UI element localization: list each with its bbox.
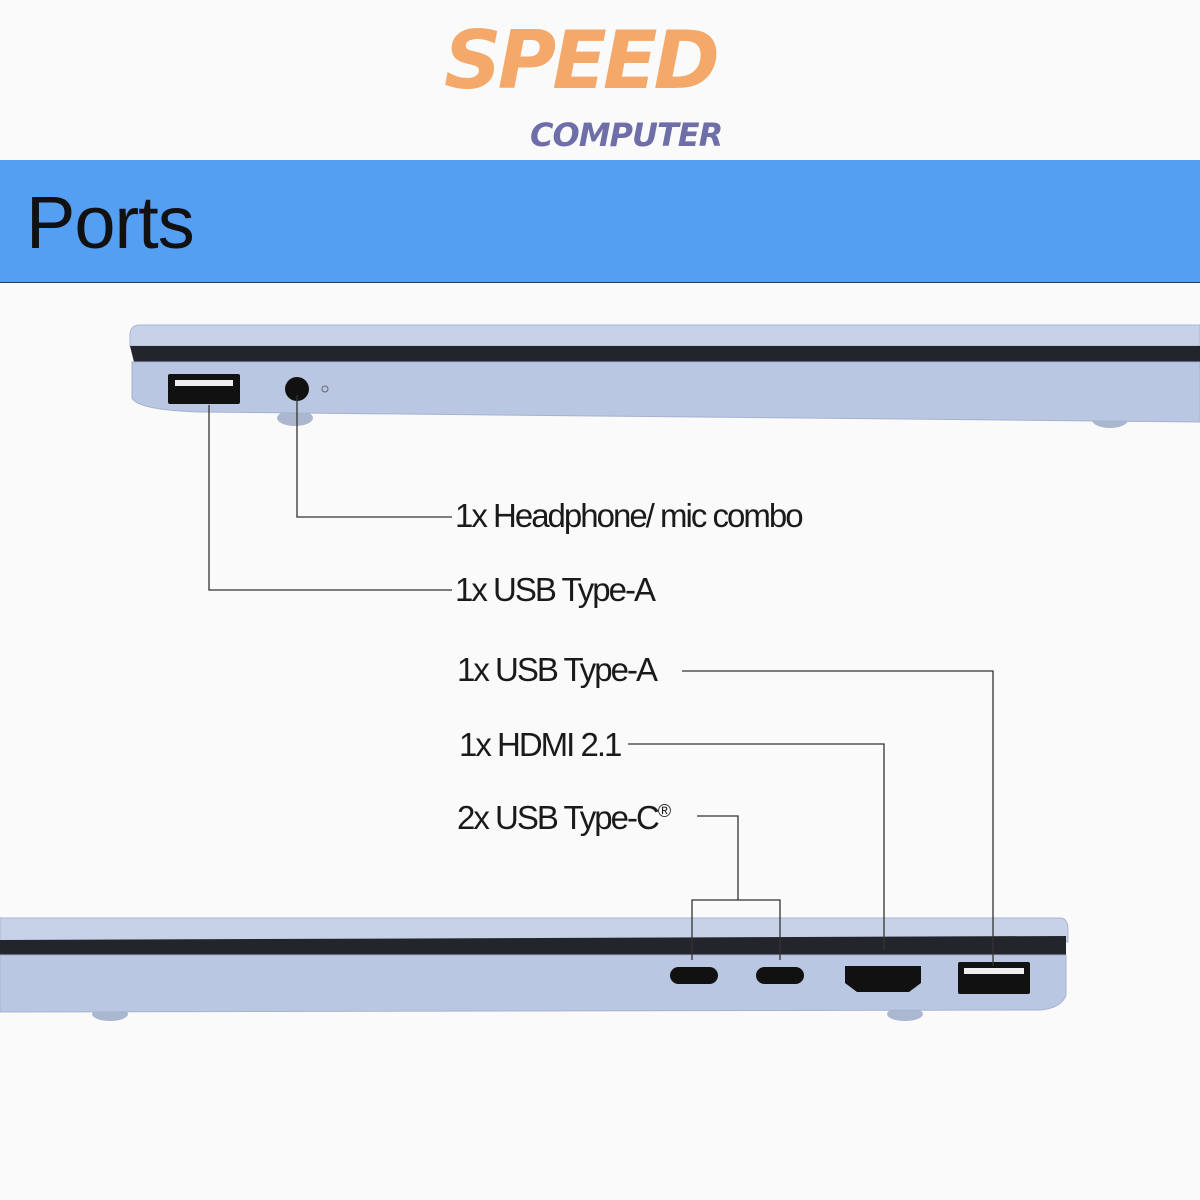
label-usb-a-left: 1x USB Type-A: [455, 571, 656, 608]
headphone-jack: [285, 377, 309, 401]
hdmi-port: [845, 966, 921, 992]
label-usb-c: 2x USB Type-C®: [457, 799, 671, 836]
svg-text:COMPUTER: COMPUTER: [530, 116, 722, 154]
label-usb-a-right: 1x USB Type-A: [457, 651, 658, 688]
section-header: Ports: [0, 160, 1200, 283]
laptop-left-side: [129, 324, 1200, 428]
label-headphone-mic: 1x Headphone/ mic combo: [455, 497, 804, 534]
usb-c-port-1: [670, 967, 718, 984]
laptop-right-side: [0, 917, 1069, 1021]
label-hdmi: 1x HDMI 2.1: [459, 726, 622, 763]
usb-a-port-right: [958, 962, 1030, 994]
label-usb-c-text: 2x USB Type-C: [457, 799, 660, 836]
usb-c-port-2: [756, 967, 804, 984]
section-title: Ports: [26, 181, 195, 264]
registered-mark: ®: [657, 801, 671, 821]
svg-text:SPEED: SPEED: [444, 14, 717, 107]
speed-computer-logo: SPEED COMPUTER: [430, 14, 770, 154]
usb-a-port-left: [168, 374, 240, 404]
leader-lines: [208, 395, 994, 966]
